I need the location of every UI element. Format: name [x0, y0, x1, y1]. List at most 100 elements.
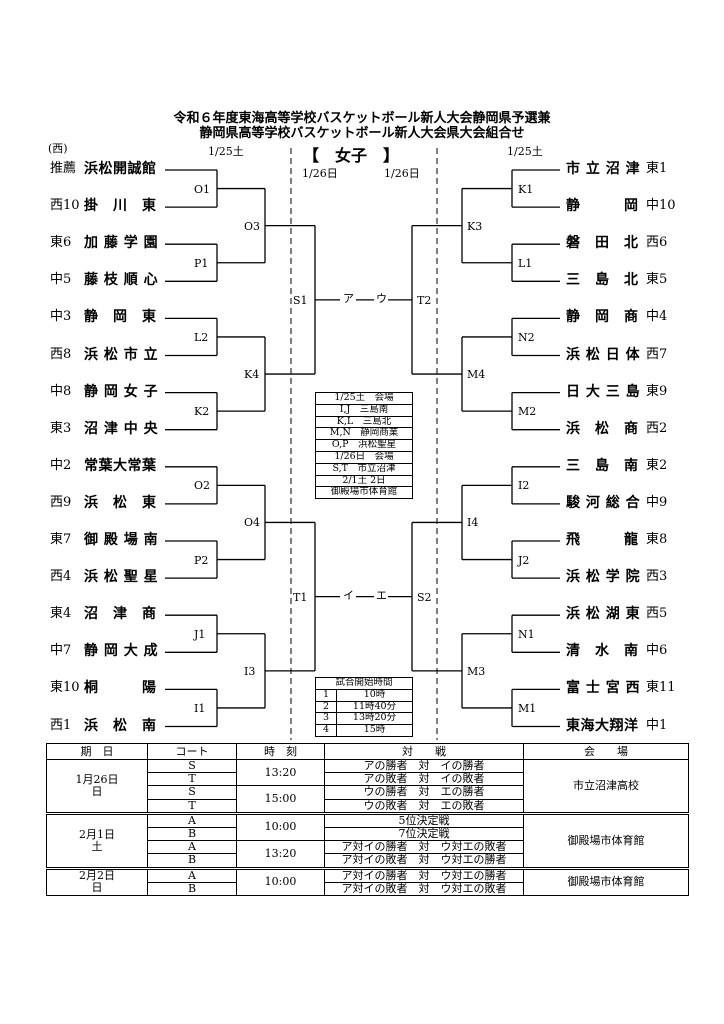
team-name: 東海大翔洋 — [566, 717, 639, 734]
team-seed: 東8 — [646, 532, 668, 547]
team-seed: 東3 — [50, 420, 72, 436]
match-code: J1 — [194, 627, 206, 641]
team-name: 浜松開誠館 — [84, 161, 157, 177]
team-name: 沼 津 商 — [84, 606, 157, 623]
venue-row: K,L 三島北 — [316, 417, 412, 429]
match-code: T2 — [417, 293, 432, 307]
match-code: S2 — [417, 590, 432, 604]
schedule-row: T アの敗者 対 イの敗者 — [47, 772, 689, 787]
team-name: 御 殿 場 南 — [84, 532, 159, 548]
match-code: O1 — [194, 182, 211, 196]
team-seed: 中3 — [50, 309, 72, 325]
team-seed: 東6 — [50, 235, 72, 251]
match-code: N2 — [518, 330, 535, 344]
schedule-date: 2月1日土 — [46, 811, 148, 869]
team-seed: 中9 — [646, 494, 668, 510]
match-code: P1 — [194, 256, 209, 270]
schedule-row: 2月2日日 A 10:00 ア対イの勝者 対 ウ対エの勝者 御殿場市体育館 — [46, 866, 689, 896]
team-seed: 西2 — [646, 420, 668, 436]
start-time-title: 試合開始時間 — [316, 678, 412, 690]
team-name: 清 水 南 — [566, 643, 639, 660]
page-subtitle: 静岡県高等学校バスケットボール新人大会県大会組合せ — [199, 126, 525, 141]
venue-row: 1/25土 会場 — [316, 393, 412, 405]
match-code: K4 — [244, 368, 260, 382]
match-code: M2 — [518, 405, 537, 419]
team-name: 沼 津 中 央 — [84, 420, 159, 437]
team-name: 三 島 南 — [566, 457, 639, 474]
team-name: 静 岡 — [566, 198, 639, 215]
match-code: N1 — [518, 627, 535, 641]
team-name: 浜 松 学 院 — [566, 569, 641, 586]
team-name: 三 島 北 — [566, 272, 639, 289]
team-seed: 西4 — [50, 569, 72, 585]
team-seed: 中8 — [50, 383, 72, 399]
team-seed: 東11 — [646, 680, 676, 696]
west-label: (西) — [48, 142, 68, 155]
team-seed: 中6 — [646, 643, 668, 659]
match-code: L1 — [518, 256, 533, 270]
team-seed: 西1 — [50, 717, 72, 733]
venue-row: 2/1土 2日 — [316, 476, 412, 488]
team-name: 静 岡 大 成 — [84, 643, 159, 660]
match-code: T1 — [293, 590, 308, 604]
date-left: 1/25土 — [208, 145, 244, 158]
team-seed: 東10 — [50, 680, 80, 696]
team-seed: 西9 — [50, 494, 72, 510]
team-seed: 西3 — [646, 569, 668, 585]
match-code: M4 — [467, 368, 486, 382]
team-name: 浜 松 東 — [84, 494, 157, 511]
team-seed: 西5 — [646, 606, 668, 622]
match-code: S1 — [293, 293, 308, 307]
schedule-row: S 15:00 ウの勝者 対 エの勝者 — [47, 785, 689, 814]
team-seed: 東1 — [646, 161, 668, 176]
final-label: ア — [343, 291, 354, 305]
team-name: 磐 田 北 — [566, 235, 639, 252]
team-seed: 中4 — [646, 309, 668, 325]
venue-row: I,J 三島南 — [316, 405, 412, 417]
bracket-lines — [165, 148, 560, 740]
venue-row: 1/26日 会場 — [316, 452, 412, 464]
match-code: K2 — [194, 405, 210, 419]
team-seed: 東5 — [646, 272, 668, 288]
team-name: 市 立 沼 津 — [566, 161, 641, 177]
team-seed: 東7 — [50, 532, 72, 547]
team-name: 浜 松 聖 星 — [84, 569, 159, 586]
team-name: 飛 龍 — [566, 532, 639, 548]
match-code: P2 — [194, 553, 209, 567]
team-seed: 東2 — [646, 457, 668, 473]
schedule-row: B 7位決定戦 — [47, 826, 689, 842]
team-seed: 中10 — [646, 198, 676, 214]
team-seed: 推薦 — [50, 161, 77, 176]
schedule-venue: 御殿場市体育館 — [523, 866, 689, 896]
schedule-row: T ウの敗者 対 エの敗者 — [47, 798, 689, 814]
team-name: 日 大 三 島 — [566, 383, 641, 400]
schedule-date: 1月26日日 — [46, 759, 148, 814]
date-mid-left: 1/26日 — [302, 167, 338, 180]
match-code: I1 — [194, 701, 206, 715]
team-name: 静 岡 東 — [84, 309, 157, 326]
match-code: O3 — [244, 219, 261, 233]
team-seed: 中7 — [50, 643, 72, 659]
team-name: 静 岡 商 — [566, 309, 639, 326]
final-label: エ — [376, 588, 387, 602]
page-title: 令和６年度東海高等学校バスケットボール新人大会静岡県予選兼 — [173, 111, 551, 126]
team-name: 藤 枝 順 心 — [84, 272, 159, 289]
venue-row: S,T 市立沼津 — [316, 464, 412, 476]
match-code: K3 — [467, 219, 483, 233]
team-name: 常葉大常葉 — [84, 457, 157, 474]
team-name: 駿 河 総 合 — [566, 494, 641, 511]
category-label: 【 女子 】 — [303, 146, 400, 165]
match-code: O4 — [244, 516, 261, 530]
match-code: K1 — [518, 182, 534, 196]
team-seed: 東4 — [50, 606, 72, 622]
match-code: M1 — [518, 701, 537, 715]
match-code: I4 — [467, 516, 479, 530]
date-mid-right: 1/26日 — [384, 167, 420, 180]
team-name: 浜 松 南 — [84, 717, 157, 734]
team-name: 浜 松 日 体 — [566, 346, 641, 363]
team-name: 浜 松 市 立 — [84, 346, 159, 363]
venue-row: M,N 静岡商業 — [316, 428, 412, 441]
